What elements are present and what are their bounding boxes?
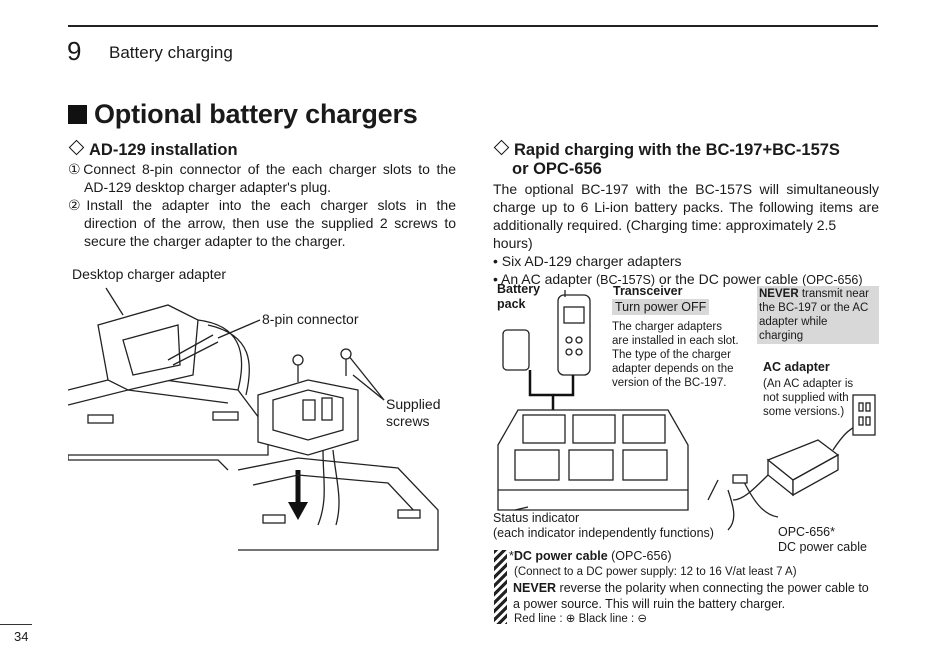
diamond-icon [493, 139, 510, 156]
screws-label-2: screws [386, 413, 430, 429]
step-2-line3: secure the charger adapter to the charge… [84, 233, 346, 249]
pin-connector-label: 8-pin connector [262, 311, 359, 327]
page-number: 34 [14, 629, 29, 644]
ad129-installation-illustration [68, 287, 439, 551]
chapter-number: 9 [67, 36, 82, 66]
rapid-charging-heading-line2: or OPC-656 [512, 160, 602, 178]
step-1-line1: ①Connect 8-pin connector of the each cha… [68, 161, 456, 177]
transceiver-label: Transceiver [613, 284, 683, 298]
installation-steps: ①Connect 8-pin connector of the each cha… [68, 160, 456, 250]
page-number-rule [0, 624, 32, 625]
step-2-line1: ②Install the adapter into the each charg… [68, 197, 456, 213]
dc-cable-note-title: *DC power cable (OPC-656) [509, 549, 672, 563]
status-indicator-label: Status indicator(each indicator independ… [493, 511, 714, 540]
header-rule [68, 25, 878, 27]
step-2-line2: direction of the arrow, then use the sup… [84, 215, 456, 231]
screws-label-1: Supplied [386, 396, 441, 412]
desktop-adapter-label: Desktop charger adapter [72, 266, 227, 282]
diamond-icon [68, 139, 85, 156]
rapid-charging-heading-line1: Rapid charging with the BC-197+BC-157S [493, 139, 840, 160]
square-bullet-icon [68, 105, 87, 124]
bc197-charger-illustration [497, 290, 876, 531]
caution-hatch [494, 550, 507, 624]
dc-supply-spec: (Connect to a DC power supply: 12 to 16 … [514, 566, 797, 578]
wall-outlet-drawing [852, 394, 876, 436]
polarity-warning-line1: NEVER reverse the polarity when connecti… [513, 581, 869, 595]
ad129-heading: AD-129 installation [68, 139, 238, 160]
polarity-legend: Red line : ⊕ Black line : ⊖ [514, 613, 648, 625]
para-line2: charge up to 6 Li-ion battery packs. The… [493, 199, 879, 215]
opc656-label: OPC-656*DC power cable [778, 525, 867, 554]
polarity-warning-line2: a power source. This will ruin the batte… [513, 597, 786, 611]
para-line1: The optional BC-197 with the BC-157S wil… [493, 181, 879, 197]
turn-power-off-label: Turn power OFF [612, 299, 710, 315]
para-line3: additionally required. (Charging time: a… [493, 217, 837, 251]
battery-pack-drawing [502, 329, 530, 371]
ac-adapter-label: AC adapter [763, 360, 830, 374]
step-1-line2: AD-129 desktop charger adapter's plug. [84, 179, 332, 195]
never-transmit-warning: NEVER transmit near the BC-197 or the AC… [757, 286, 879, 344]
section-title: Optional battery chargers [68, 99, 418, 130]
bullet-ac-adapter: • An AC adapter (BC-157S) or the DC powe… [493, 271, 863, 287]
chapter-title: Battery charging [109, 43, 233, 62]
rapid-charging-description: The optional BC-197 with the BC-157S wil… [493, 180, 879, 288]
bullet-adapters: • Six AD-129 charger adapters [493, 253, 682, 269]
